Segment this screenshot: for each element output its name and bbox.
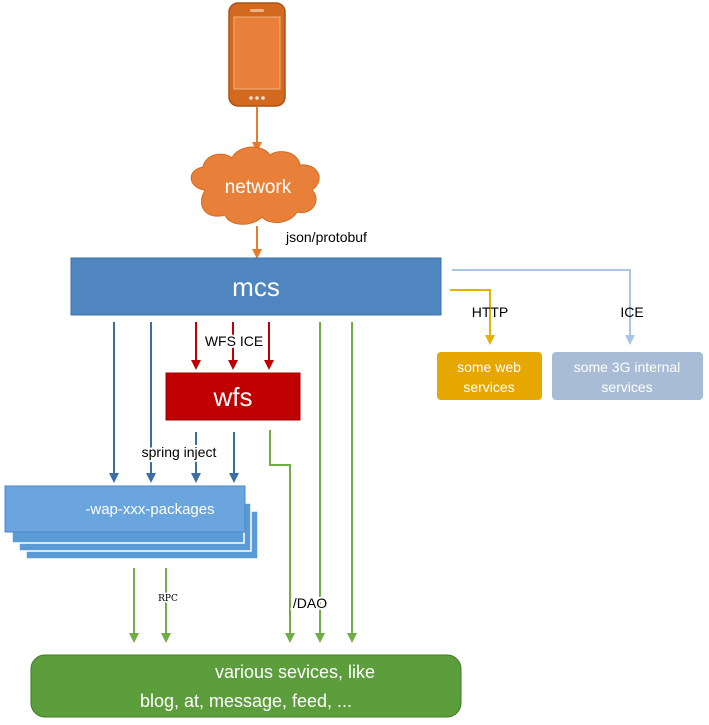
json-protobuf-label: json/protobuf bbox=[285, 229, 367, 245]
ice-label: ICE bbox=[620, 304, 643, 320]
network-cloud: network bbox=[190, 146, 320, 225]
packages-stack: -wap-xxx-packages bbox=[4, 485, 259, 560]
various-services-box: various sevices, like blog, at, message,… bbox=[30, 654, 462, 718]
dao-label: /DAO bbox=[293, 595, 327, 611]
various-services-label-line1: various sevices, like bbox=[215, 662, 375, 682]
rpc-label: RPC bbox=[158, 594, 178, 604]
web-services-label-line2: services bbox=[463, 379, 514, 395]
wfs-label: wfs bbox=[213, 382, 253, 412]
mcs-box: mcs bbox=[70, 257, 442, 316]
cloud-icon bbox=[190, 146, 320, 225]
wfs-box: wfs bbox=[165, 372, 301, 421]
package-layer-1 bbox=[4, 485, 246, 533]
internal-services-box: some 3G internal services bbox=[552, 352, 703, 400]
arrow-wfs-to-various-services bbox=[269, 430, 295, 643]
arrow-mcs-to-web-services bbox=[450, 289, 495, 345]
arrow-mcs-to-internal-services bbox=[452, 269, 635, 345]
spring-inject-label: spring inject bbox=[142, 444, 217, 460]
packages-label: -wap-xxx-packages bbox=[85, 501, 214, 518]
various-services-label-line2: blog, at, message, feed, ... bbox=[140, 691, 352, 711]
network-label: network bbox=[225, 177, 292, 198]
mcs-label: mcs bbox=[232, 272, 280, 302]
wfs-ice-label: WFS ICE bbox=[205, 333, 263, 349]
internal-services-label-line1: some 3G internal bbox=[574, 359, 681, 375]
smartphone-icon bbox=[228, 2, 286, 107]
web-services-label-line1: some web bbox=[457, 359, 521, 375]
http-label: HTTP bbox=[472, 304, 509, 320]
web-services-box: some web services bbox=[437, 352, 542, 400]
internal-services-label-line2: services bbox=[601, 379, 652, 395]
